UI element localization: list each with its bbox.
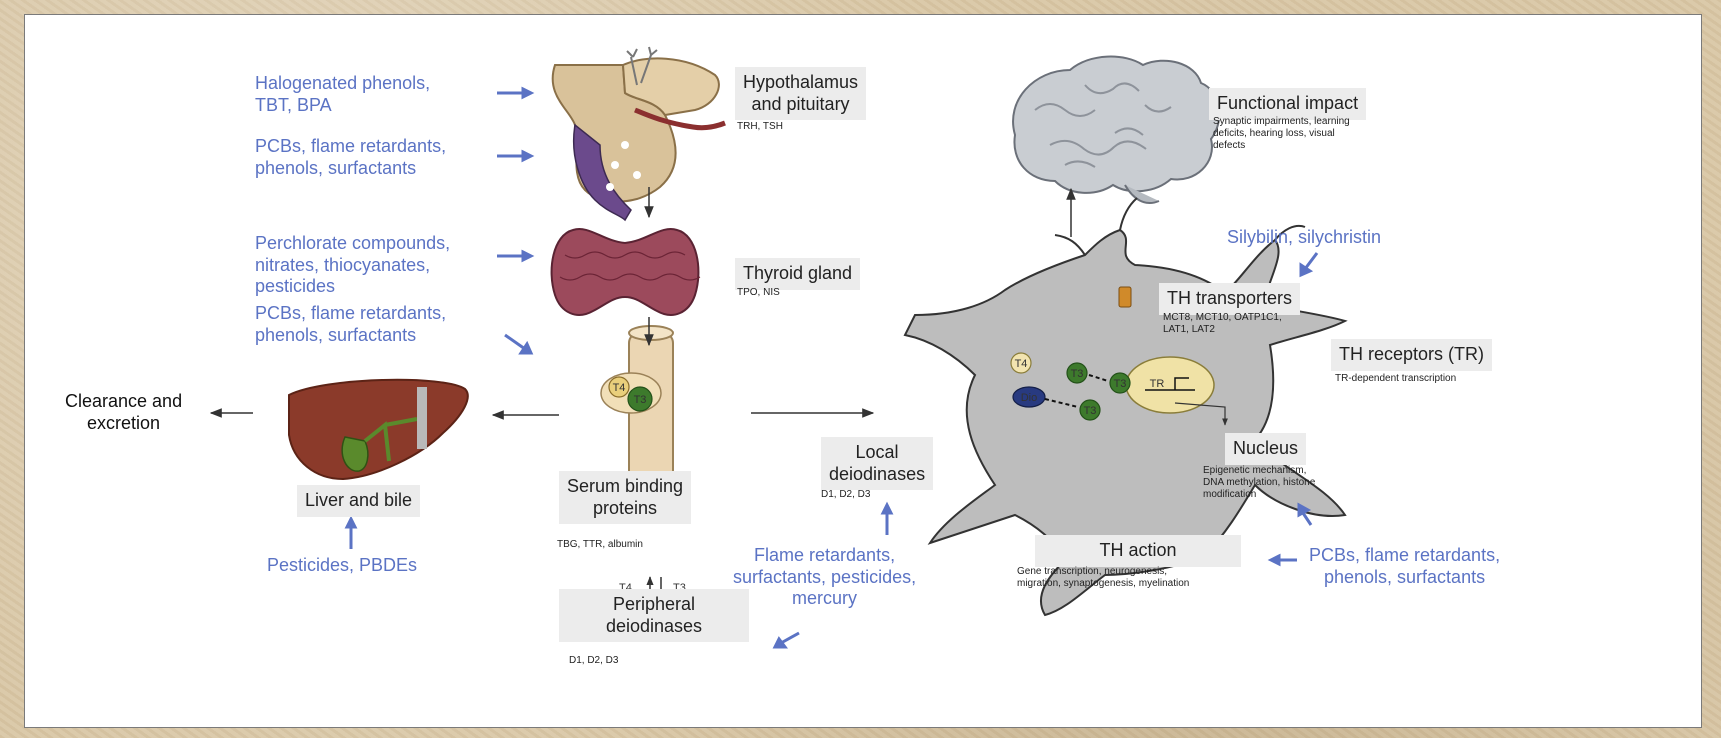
local-disruptors-line2: surfactants, pesticides,	[733, 567, 916, 589]
cell-t4-label: T4	[1015, 358, 1028, 370]
thyroid-sub: TPO, NIS	[737, 287, 780, 299]
serum-title-line1: Serum binding	[567, 476, 683, 498]
thyroid-title-box: Thyroid gland	[735, 258, 860, 290]
action-title-box: TH action	[1035, 535, 1241, 567]
diagram-panel: T4 T3 T4 T3 T4 T3 T3 T3 Dio TR Halogenat…	[24, 14, 1702, 728]
local-title-line2: deiodinases	[829, 464, 925, 486]
dio-label: Dio	[1021, 392, 1038, 404]
clearance-line1: Clearance and	[65, 391, 182, 413]
functional-title-box: Functional impact	[1209, 88, 1366, 120]
hpa-disruptors-1-line1: Halogenated phenols,	[255, 73, 430, 95]
nucleus-sub-line2: DNA methylation, histone	[1203, 477, 1315, 489]
thyroid-disruptors-2-line2: phenols, surfactants	[255, 325, 446, 347]
transporters-sub: MCT8, MCT10, OATP1C1, LAT1, LAT2	[1163, 312, 1282, 336]
transporters-sub-line2: LAT1, LAT2	[1163, 324, 1282, 336]
local-disruptors-line1: Flame retardants,	[733, 545, 916, 567]
thyroid-disruptors-2: PCBs, flame retardants, phenols, surfact…	[255, 303, 446, 346]
vessel-t3-label: T3	[634, 394, 647, 406]
cell-t3-c-label: T3	[1084, 405, 1097, 417]
functional-sub-line2: deficits, hearing loss, visual	[1213, 128, 1350, 140]
serum-sub: TBG, TTR, albumin	[557, 539, 643, 551]
functional-sub-line1: Synaptic impairments, learning	[1213, 116, 1350, 128]
transporters-title-box: TH transporters	[1159, 283, 1300, 315]
peripheral-title-box: Peripheral deiodinases	[559, 589, 749, 642]
thyroid-disruptors-1-line2: nitrates, thiocyanates,	[255, 255, 450, 277]
serum-title-box: Serum binding proteins	[559, 471, 691, 524]
clearance-label: Clearance and excretion	[65, 391, 182, 434]
local-title-box: Local deiodinases	[821, 437, 933, 490]
action-sub-line2: migration, synaptogenesis, myelination	[1017, 578, 1189, 590]
tr-label: TR	[1150, 378, 1165, 390]
hpa-disruptors-2-line1: PCBs, flame retardants,	[255, 136, 446, 158]
liver-disruptors: Pesticides, PBDEs	[267, 555, 417, 577]
action-sub-line1: Gene transcription, neurogenesis,	[1017, 566, 1189, 578]
hpa-disruptors-2: PCBs, flame retardants, phenols, surfact…	[255, 136, 446, 179]
thyroid-disruptors-1-line3: pesticides	[255, 276, 450, 298]
nucleus-sub: Epigenetic mechanism, DNA methylation, h…	[1203, 465, 1315, 501]
local-sub: D1, D2, D3	[821, 489, 870, 501]
nucleus-title-box: Nucleus	[1225, 433, 1306, 465]
hpa-sub: TRH, TSH	[737, 121, 783, 133]
thyroid-disruptors-1: Perchlorate compounds, nitrates, thiocya…	[255, 233, 450, 298]
peripheral-title-line2: deiodinases	[567, 616, 741, 638]
serum-title-line2: proteins	[567, 498, 683, 520]
cell-t3-b-label: T3	[1114, 378, 1127, 390]
thyroid-disruptors-1-line1: Perchlorate compounds,	[255, 233, 450, 255]
peripheral-title-line1: Peripheral	[567, 594, 741, 616]
hpa-title-line1: Hypothalamus	[743, 72, 858, 94]
hpa-title-line2: and pituitary	[743, 94, 858, 116]
hpa-title-box: Hypothalamus and pituitary	[735, 67, 866, 120]
brain-illustration	[1013, 57, 1219, 203]
liver-title-box: Liver and bile	[297, 485, 420, 517]
transporters-sub-line1: MCT8, MCT10, OATP1C1,	[1163, 312, 1282, 324]
nucleus-disruptors: PCBs, flame retardants, phenols, surfact…	[1309, 545, 1500, 588]
thyroid-disruptors-2-line1: PCBs, flame retardants,	[255, 303, 446, 325]
hpa-disruptors-2-line2: phenols, surfactants	[255, 158, 446, 180]
nucleus-sub-line1: Epigenetic mechanism,	[1203, 465, 1315, 477]
vessel-t4-label: T4	[613, 382, 626, 394]
transporter-disruptors: Silybilin, silychristin	[1227, 227, 1381, 249]
liver-illustration	[289, 380, 468, 479]
hypothalamus-pituitary-illustration	[553, 47, 725, 220]
hpa-disruptors-1-line2: TBT, BPA	[255, 95, 430, 117]
clearance-line2: excretion	[65, 413, 182, 435]
local-title-line1: Local	[829, 442, 925, 464]
local-disruptors: Flame retardants, surfactants, pesticide…	[733, 545, 916, 610]
functional-sub-line3: defects	[1213, 140, 1350, 152]
local-disruptors-line3: mercury	[733, 588, 916, 610]
peripheral-sub: D1, D2, D3	[569, 655, 618, 667]
diagram-graphics: T4 T3 T4 T3 T4 T3 T3 T3 Dio TR	[25, 15, 1701, 727]
functional-sub: Synaptic impairments, learning deficits,…	[1213, 116, 1350, 152]
nucleus-disruptors-line1: PCBs, flame retardants,	[1309, 545, 1500, 567]
action-sub: Gene transcription, neurogenesis, migrat…	[1017, 566, 1189, 590]
thyroid-gland-illustration	[552, 229, 700, 315]
receptors-sub: TR-dependent transcription	[1335, 373, 1456, 385]
nucleus-disruptors-line2: phenols, surfactants	[1309, 567, 1500, 589]
cell-t3-a-label: T3	[1071, 368, 1084, 380]
hpa-disruptors-1: Halogenated phenols, TBT, BPA	[255, 73, 430, 116]
receptors-title-box: TH receptors (TR)	[1331, 339, 1492, 371]
nucleus-sub-line3: modification	[1203, 489, 1315, 501]
